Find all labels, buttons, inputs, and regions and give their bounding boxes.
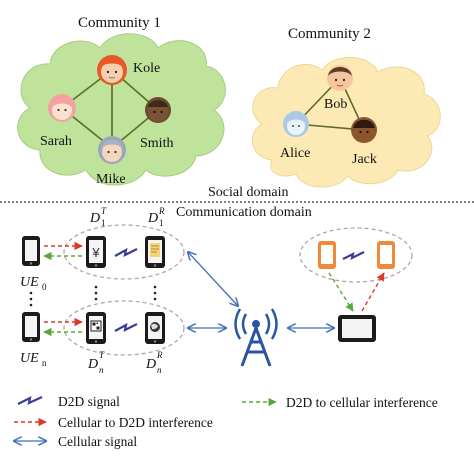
ue0-phone-icon [22, 236, 40, 266]
svg-text:UE: UE [20, 275, 39, 290]
d2d-signal-pair1 [114, 247, 138, 257]
jack-label: Jack [352, 152, 377, 167]
tablet-icon [338, 315, 376, 342]
d2d-to-cell-interference-tablet [328, 272, 354, 312]
community2-title: Community 2 [288, 26, 371, 42]
sarah-label: Sarah [40, 134, 72, 149]
community2-cloud [251, 57, 441, 188]
dnt-phone-icon [86, 312, 106, 344]
svg-text:R: R [158, 206, 165, 216]
smith-label: Smith [140, 136, 173, 151]
alice-label: Alice [280, 146, 310, 161]
legend-cellular-label: Cellular signal [58, 434, 137, 449]
tx-ellipsis [94, 285, 98, 301]
d2d-signal-orange-pair [342, 251, 365, 261]
d2d-pair-n-group [63, 300, 185, 356]
d2d-pair-1-group [63, 224, 185, 280]
uen-phone-icon [22, 312, 40, 342]
orange-phone-left-icon [318, 241, 336, 269]
mike-avatar [98, 136, 126, 164]
smith-avatar [145, 97, 171, 123]
txn-label: D T n [87, 350, 105, 375]
kole-avatar [97, 55, 127, 85]
dnr-phone-icon [145, 312, 165, 344]
rx1-label: D R 1 [147, 206, 165, 228]
svg-text:¥: ¥ [91, 245, 100, 260]
orange-phone-right-icon [377, 241, 395, 269]
bob-avatar [327, 65, 353, 91]
svg-text:1: 1 [159, 218, 164, 228]
rxn-label: D R n [145, 350, 163, 375]
sarah-avatar [48, 94, 76, 122]
legend-d2d-label: D2D signal [58, 394, 120, 409]
svg-text:n: n [42, 358, 47, 368]
cellular-signal-pair1 [188, 252, 238, 306]
svg-text:1: 1 [101, 218, 106, 228]
d2d-signal-pairn [114, 322, 138, 332]
ue-ellipsis [29, 291, 33, 307]
bob-label: Bob [324, 97, 347, 112]
community1-title: Community 1 [78, 15, 161, 31]
svg-text:D: D [145, 357, 156, 372]
jack-avatar [351, 117, 377, 143]
svg-text:T: T [99, 350, 105, 360]
d1r-phone-icon [145, 236, 165, 268]
base-station-icon [234, 308, 278, 367]
rx-ellipsis [153, 285, 157, 301]
svg-text:D: D [147, 211, 158, 226]
social-domain-label: Social domain [208, 185, 289, 200]
legend-d2d-swatch [17, 396, 43, 405]
ue0-label: UE 0 [20, 275, 47, 292]
svg-text:UE: UE [20, 351, 39, 366]
svg-text:R: R [156, 350, 163, 360]
svg-text:T: T [101, 206, 107, 216]
legend-cell-to-d2d-label: Cellular to D2D interference [58, 415, 213, 430]
kole-label: Kole [133, 61, 160, 76]
d1t-phone-icon: ¥ [86, 236, 106, 268]
svg-text:D: D [89, 211, 100, 226]
community1-cloud [17, 33, 226, 186]
svg-text:0: 0 [42, 282, 47, 292]
communication-domain-label: Communication domain [176, 205, 312, 220]
svg-text:n: n [99, 365, 104, 375]
alice-avatar [283, 111, 309, 137]
tx1-label: D T 1 [89, 206, 107, 228]
mike-label: Mike [96, 172, 126, 187]
cellular-pair-group [299, 227, 413, 283]
svg-text:D: D [87, 357, 98, 372]
uen-label: UE n [20, 351, 47, 368]
legend-d2d-to-cell-label: D2D to cellular interference [286, 395, 438, 410]
cell-to-d2d-interference-tablet [361, 272, 385, 312]
svg-text:n: n [157, 365, 162, 375]
